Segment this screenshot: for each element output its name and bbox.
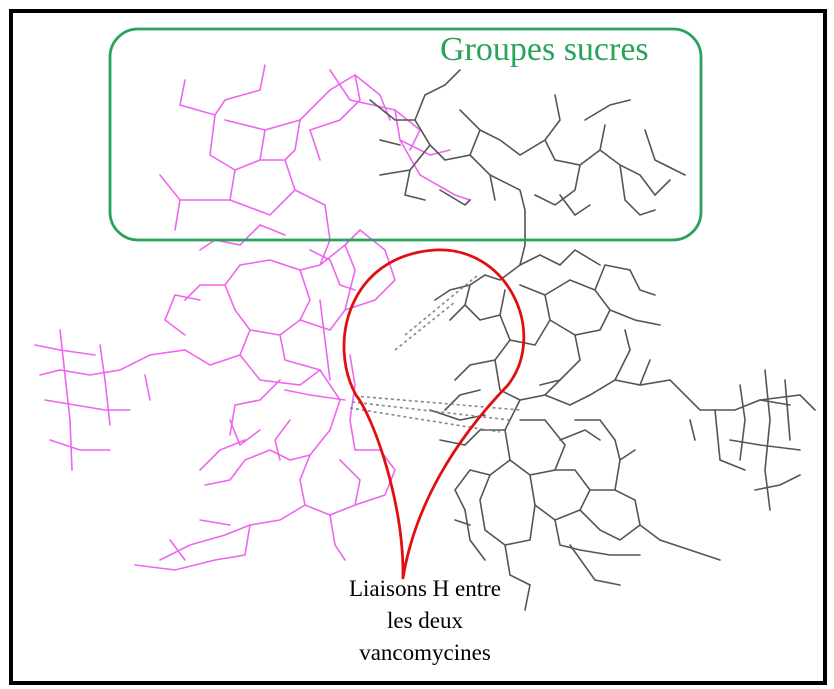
hydrogen-bond-dashes xyxy=(349,274,521,433)
vancomycin-molecule-right xyxy=(369,69,816,611)
hbond-callout-shape xyxy=(342,248,526,580)
hbond-label-line-2: les deux xyxy=(386,608,463,633)
hbond-label: Liaisons H entre les deux vancomycines xyxy=(300,573,550,669)
sugar-groups-label: Groupes sucres xyxy=(440,31,649,68)
hbond-label-line-3: vancomycines xyxy=(359,640,491,665)
hbond-label-line-1: Liaisons H entre xyxy=(348,576,501,601)
vancomycin-molecule-left xyxy=(34,64,471,571)
sugar-groups-box xyxy=(108,27,703,242)
figure-frame xyxy=(9,9,827,685)
